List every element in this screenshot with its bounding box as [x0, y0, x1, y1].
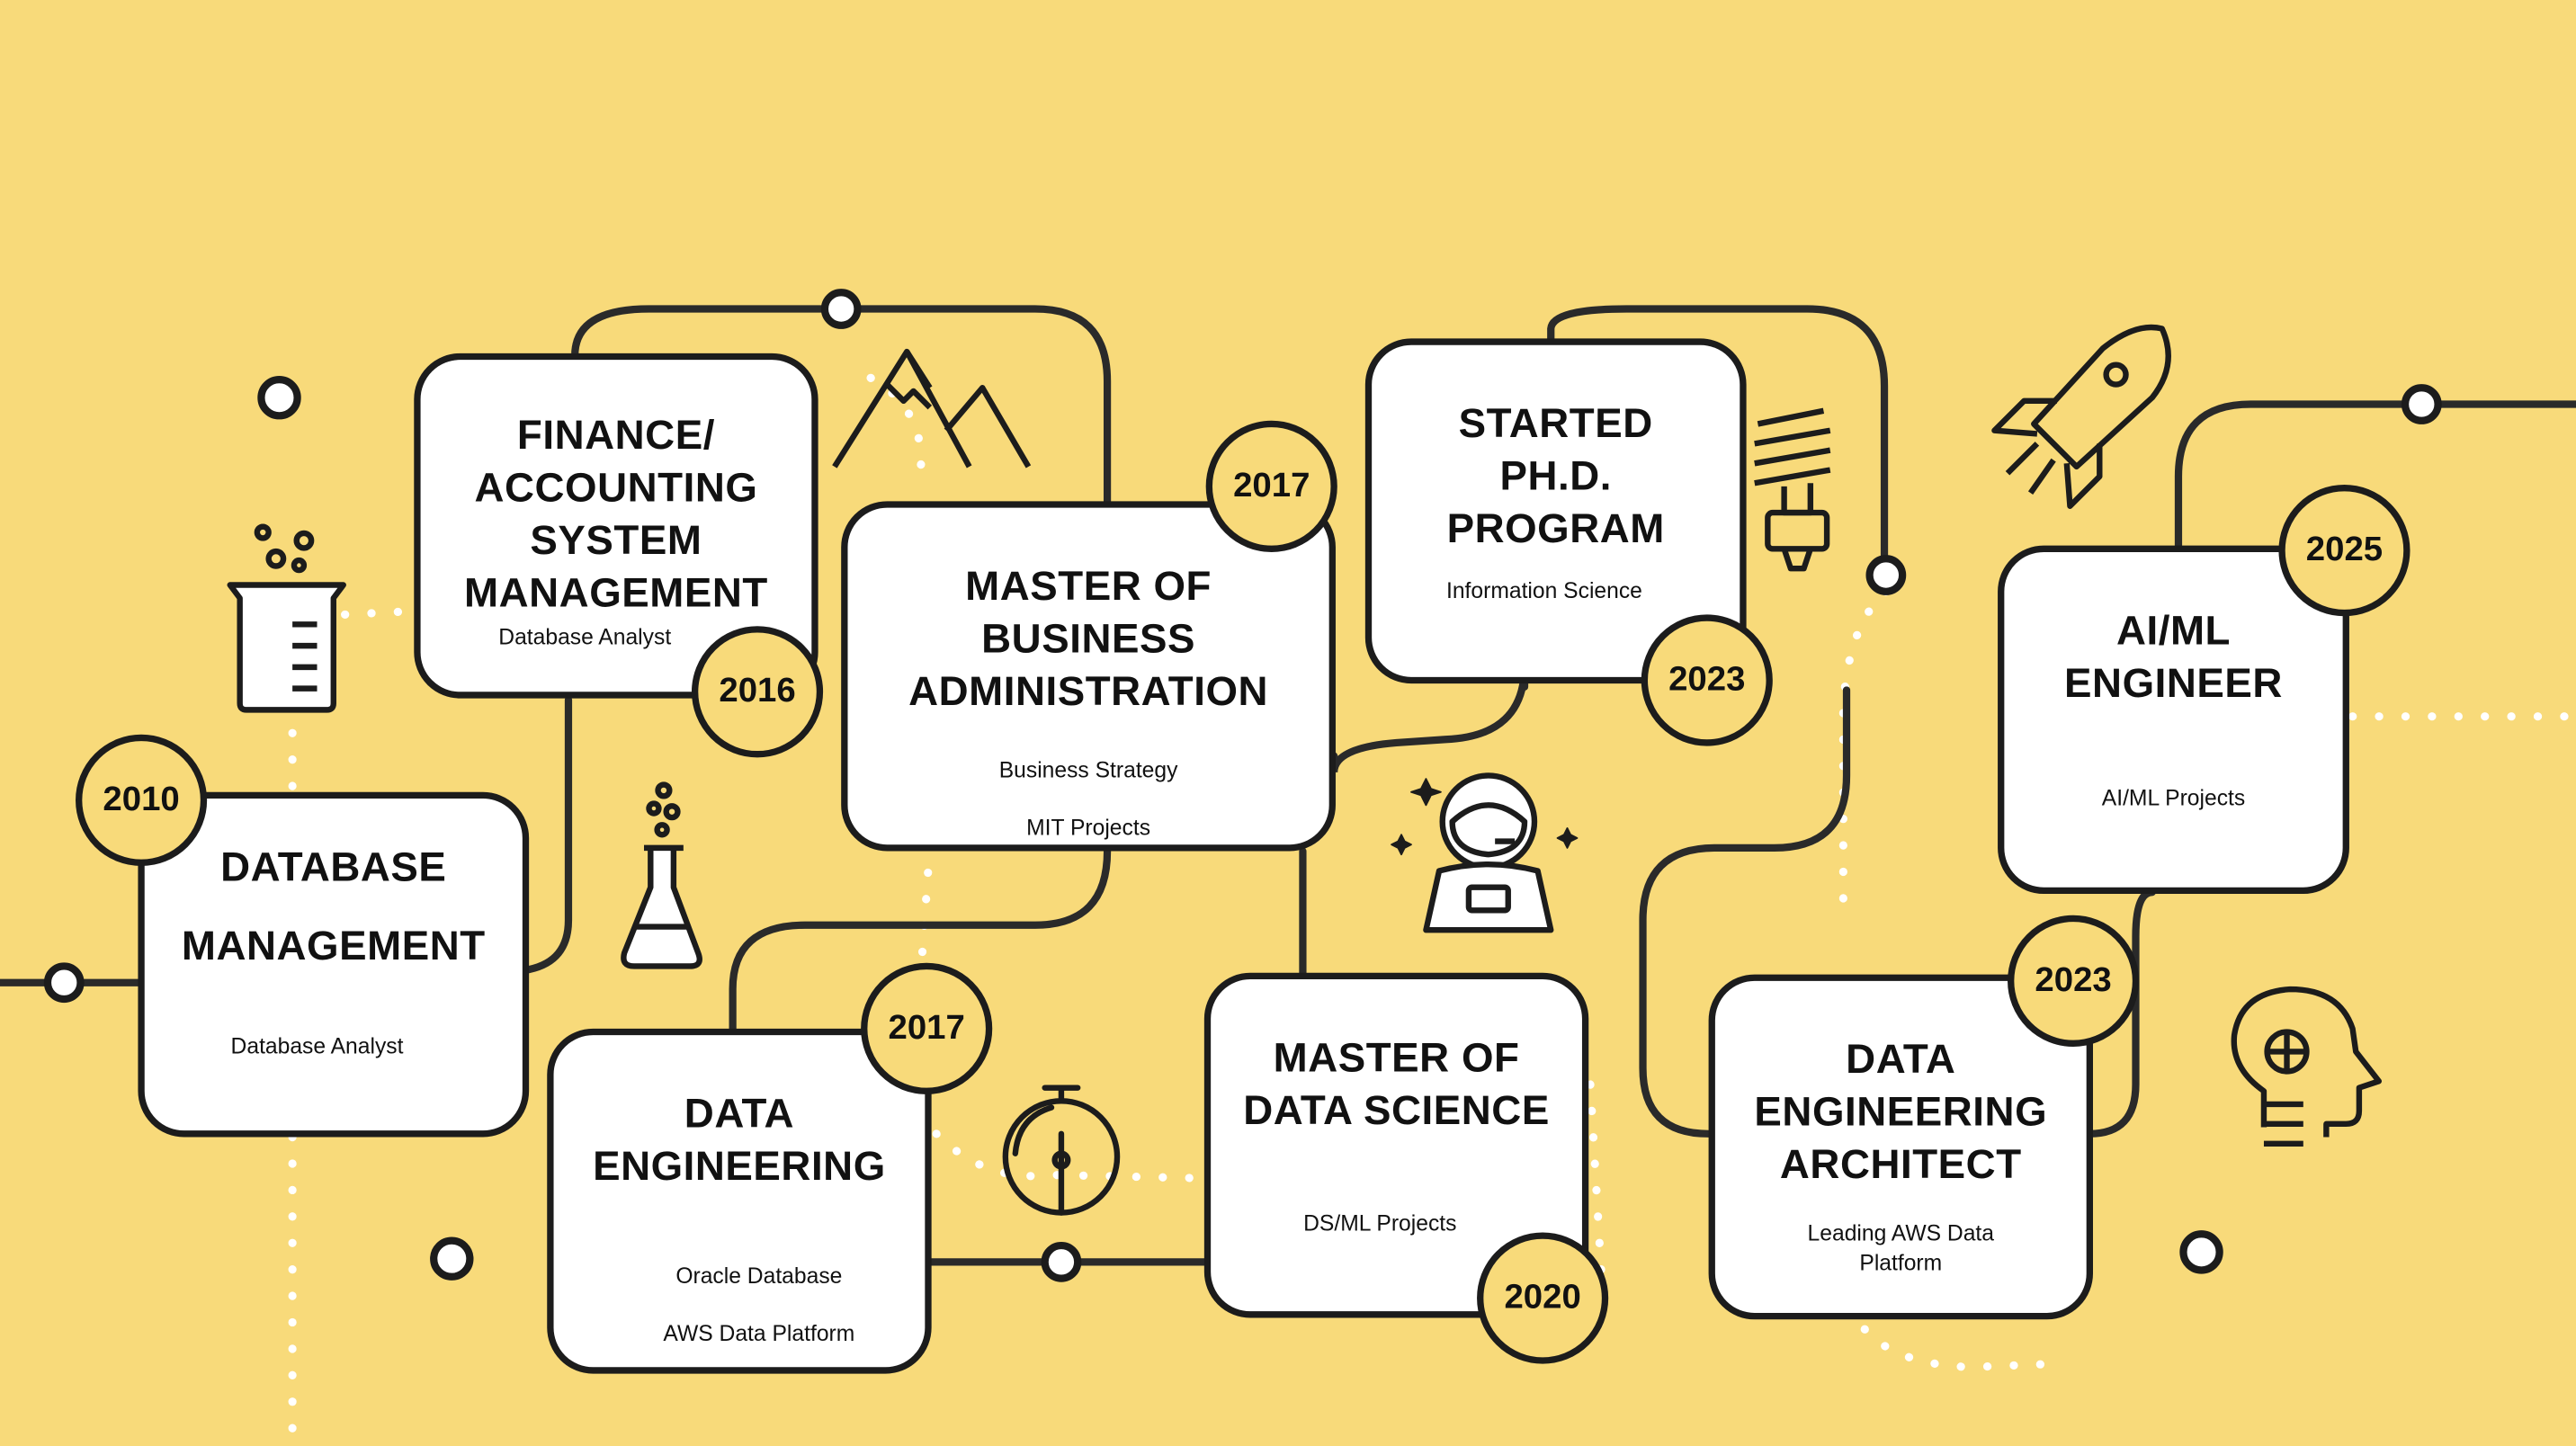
astronaut-icon: [1391, 772, 1579, 933]
milestone-card-data-engineering: DATA ENGINEERING Oracle Database AWS Dat…: [547, 1028, 932, 1374]
dotted-paths: [288, 373, 2576, 1434]
year-badge: 2010: [76, 734, 208, 866]
stopwatch-icon: [1002, 1084, 1121, 1216]
milestone-card-ai-ml-engineer: AI/ML ENGINEER AI/ML Projects: [1998, 545, 2349, 895]
year-badge: 2016: [691, 626, 824, 758]
milestone-subtitle-1: Oracle Database: [675, 1263, 843, 1289]
milestone-subtitle-2: MIT Projects: [1026, 815, 1151, 840]
milestone-subtitle-2: AWS Data Platform: [663, 1321, 855, 1346]
mountains-icon: [832, 348, 1032, 469]
milestone-title: STARTED PH.D. PROGRAM: [1446, 400, 1665, 552]
year-badge: 2025: [2278, 485, 2411, 617]
year-badge: 2020: [1477, 1232, 1609, 1364]
ai-head-icon: [2231, 986, 2383, 1147]
milestone-subtitle: DS/ML Projects: [1303, 1210, 1457, 1236]
milestone-card-data-engineering-architect: DATA ENGINEERING ARCHITECT Leading AWS D…: [1708, 974, 2093, 1320]
milestone-card-mba: MASTER OF BUSINESS ADMINISTRATION Busine…: [841, 501, 1336, 852]
milestone-title: AI/ML ENGINEER: [2064, 608, 2283, 707]
milestone-title: MASTER OF DATA SCIENCE: [1243, 1035, 1550, 1134]
milestone-title: MASTER OF BUSINESS ADMINISTRATION: [908, 563, 1269, 715]
node-circles: [43, 289, 2442, 1282]
milestone-title: FINANCE/ ACCOUNTING SYSTEM MANAGEMENT: [464, 412, 768, 617]
milestone-subtitle: Database Analyst: [498, 624, 672, 649]
year-badge: 2023: [2008, 915, 2140, 1047]
milestone-title: DATA ENGINEERING ARCHITECT: [1754, 1037, 2048, 1189]
milestone-title: DATA ENGINEERING: [593, 1091, 886, 1190]
milestone-subtitle-1: Business Strategy: [998, 757, 1178, 782]
milestone-subtitle: Leading AWS Data Platform: [1807, 1220, 1995, 1275]
milestone-title: DATABASE MANAGEMENT: [181, 844, 486, 970]
milestone-subtitle: Database Analyst: [230, 1033, 404, 1058]
lightbulb-icon: [1754, 407, 1831, 572]
milestone-subtitle: AI/ML Projects: [2101, 785, 2246, 810]
year-badge: 2017: [1205, 420, 1337, 552]
milestone-subtitle: Information Science: [1445, 578, 1642, 603]
rocket-icon: [1991, 324, 2171, 509]
milestone-card-database-management: DATABASE MANAGEMENT Database Analyst: [138, 791, 530, 1138]
year-badge: 2023: [1641, 614, 1773, 746]
year-badge: 2017: [861, 962, 993, 1094]
beaker-icon: [227, 523, 346, 713]
connector-lines: [0, 305, 2576, 1266]
flask-icon: [621, 781, 702, 969]
